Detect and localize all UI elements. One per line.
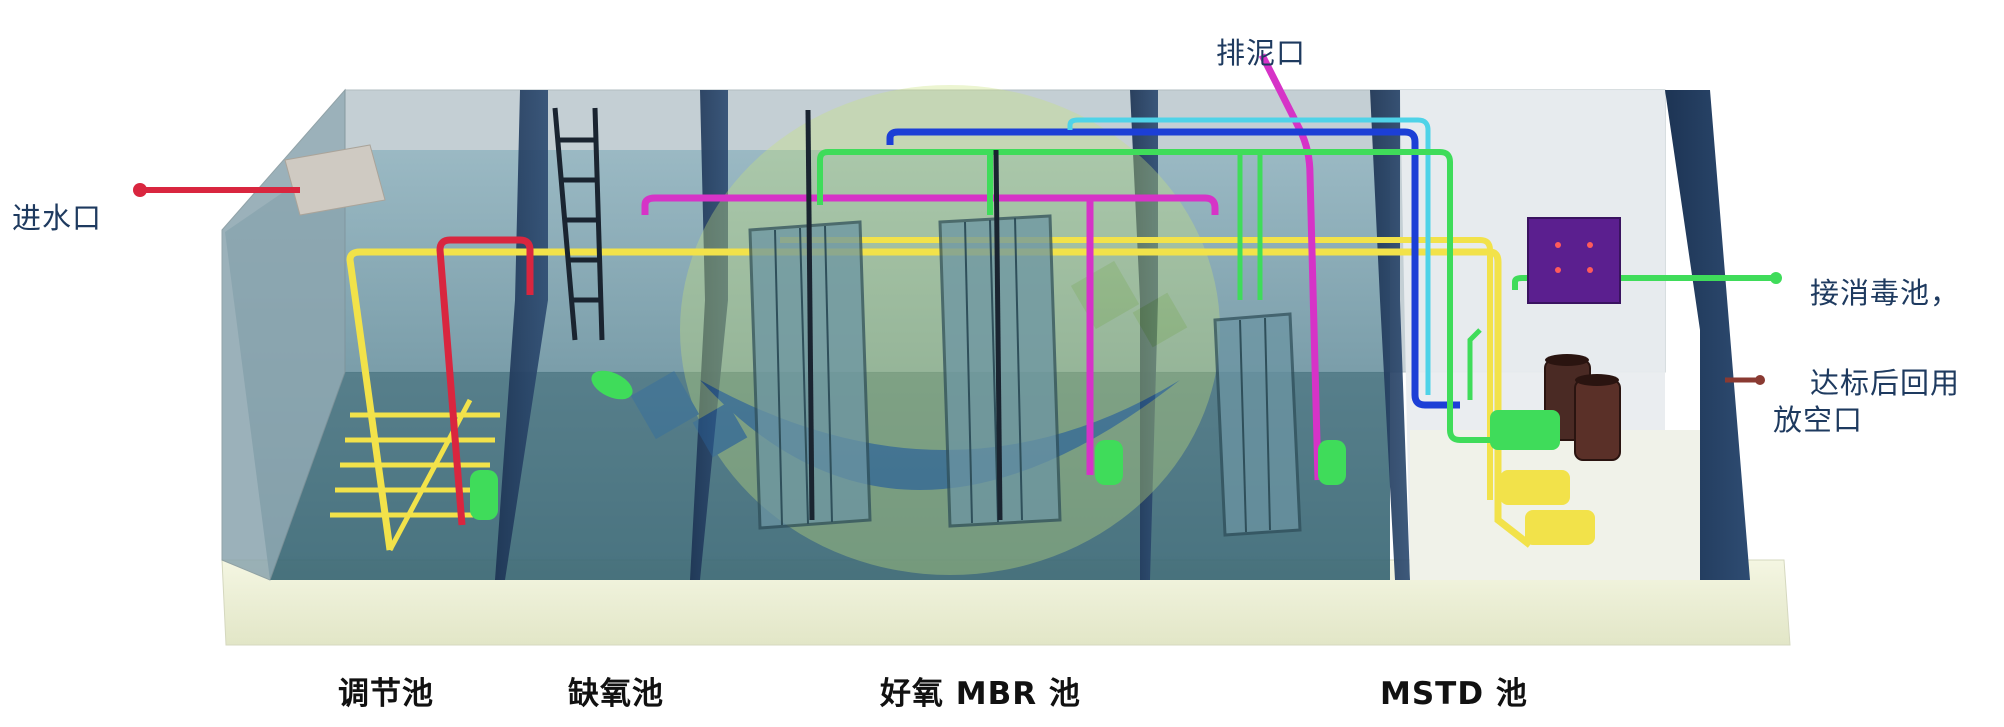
magenta-sludge-pipe — [641, 194, 1219, 215]
label-sludge-outlet: 排泥口 — [1216, 36, 1307, 70]
submersible-pumps — [470, 440, 1346, 520]
anoxic-ladder — [552, 107, 605, 341]
control-box-lights — [1555, 242, 1593, 273]
tank-label-mstd: MSTD 池 — [1380, 676, 1528, 712]
tank-label-anoxic: 缺氧池 — [568, 676, 664, 712]
label-to-disinfection: 接消毒池， — [1810, 276, 1961, 310]
partition-walls — [495, 90, 1410, 580]
right-end-wall — [1665, 90, 1750, 580]
inlet-box — [284, 144, 386, 216]
inlet-pipe — [133, 183, 300, 197]
control-box — [1527, 217, 1621, 304]
label-drain: 放空口 — [1773, 403, 1864, 437]
mbr-module-1 — [748, 109, 872, 530]
mbr-module-2 — [938, 149, 1062, 528]
blue-return-pipe — [886, 128, 1460, 409]
drain-pipe — [1725, 375, 1765, 385]
mstd-pumps — [1490, 410, 1595, 545]
tank-label-regulating: 调节池 — [338, 676, 434, 712]
tank-label-aerobic-mbr: 好氧 MBR 池 — [880, 676, 1081, 712]
label-reuse: 达标后回用 — [1810, 366, 1961, 400]
mbr-module-3 — [1213, 312, 1302, 537]
red-lift-pipe — [436, 236, 534, 526]
anoxic-mixer — [591, 370, 633, 400]
cyan-return-pipe — [1067, 117, 1431, 395]
label-inlet: 进水口 — [12, 201, 103, 235]
green-outlet-pipe — [817, 149, 1500, 443]
